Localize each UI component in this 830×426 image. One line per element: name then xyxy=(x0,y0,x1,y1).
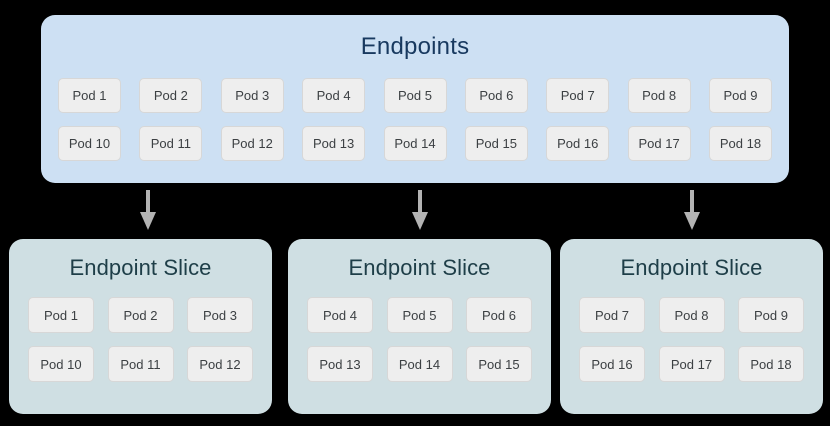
pod-chip: Pod 17 xyxy=(658,346,725,382)
pod-chip: Pod 3 xyxy=(187,297,253,333)
pod-chip: Pod 9 xyxy=(709,78,772,113)
pod-chip: Pod 3 xyxy=(220,78,284,113)
arrow-down-icon xyxy=(680,190,704,232)
pod-chip: Pod 12 xyxy=(220,126,284,161)
pod-chip: Pod 16 xyxy=(579,346,645,382)
endpoint-slice-panel-2: Endpoint Slice Pod 4 Pod 5 Pod 6 Pod 13 … xyxy=(288,239,551,414)
pod-chip: Pod 4 xyxy=(307,297,373,333)
pod-chip: Pod 10 xyxy=(58,126,121,161)
pod-chip: Pod 2 xyxy=(139,78,203,113)
pod-chip: Pod 16 xyxy=(546,126,610,161)
pod-chip: Pod 8 xyxy=(627,78,691,113)
pod-chip: Pod 18 xyxy=(709,126,772,161)
pod-chip: Pod 13 xyxy=(302,126,366,161)
endpoints-pod-row-1: Pod 1 Pod 2 Pod 3 Pod 4 Pod 5 Pod 6 Pod … xyxy=(58,78,772,113)
pod-chip: Pod 7 xyxy=(546,78,610,113)
endpoint-slice-pod-grid: Pod 4 Pod 5 Pod 6 Pod 13 Pod 14 Pod 15 xyxy=(307,297,532,382)
endpoint-slice-pod-grid: Pod 1 Pod 2 Pod 3 Pod 10 Pod 11 Pod 12 xyxy=(28,297,253,382)
pod-chip: Pod 15 xyxy=(464,126,528,161)
endpoint-slice-pod-row-1: Pod 7 Pod 8 Pod 9 xyxy=(579,297,804,333)
endpoints-pod-row-2: Pod 10 Pod 11 Pod 12 Pod 13 Pod 14 Pod 1… xyxy=(58,126,772,161)
pod-chip: Pod 8 xyxy=(658,297,725,333)
pod-chip: Pod 6 xyxy=(464,78,528,113)
pod-chip: Pod 12 xyxy=(187,346,253,382)
pod-chip: Pod 5 xyxy=(386,297,453,333)
pod-chip: Pod 10 xyxy=(28,346,94,382)
arrow-down-icon xyxy=(408,190,432,232)
endpoints-pod-grid: Pod 1 Pod 2 Pod 3 Pod 4 Pod 5 Pod 6 Pod … xyxy=(58,78,772,161)
pod-chip: Pod 1 xyxy=(58,78,121,113)
endpoint-slice-pod-row-2: Pod 13 Pod 14 Pod 15 xyxy=(307,346,532,382)
pod-chip: Pod 18 xyxy=(738,346,804,382)
pod-chip: Pod 5 xyxy=(383,78,447,113)
endpoint-slice-title: Endpoint Slice xyxy=(69,255,212,280)
endpoint-slice-pod-grid: Pod 7 Pod 8 Pod 9 Pod 16 Pod 17 Pod 18 xyxy=(579,297,804,382)
pod-chip: Pod 1 xyxy=(28,297,94,333)
pod-chip: Pod 6 xyxy=(466,297,532,333)
pod-chip: Pod 17 xyxy=(627,126,691,161)
endpoint-slice-title: Endpoint Slice xyxy=(620,255,763,280)
endpoint-slice-title: Endpoint Slice xyxy=(348,255,491,280)
pod-chip: Pod 11 xyxy=(139,126,203,161)
pod-chip: Pod 4 xyxy=(302,78,366,113)
endpoint-slice-pod-row-1: Pod 4 Pod 5 Pod 6 xyxy=(307,297,532,333)
endpoints-title: Endpoints xyxy=(360,33,470,60)
endpoint-slice-panel-3: Endpoint Slice Pod 7 Pod 8 Pod 9 Pod 16 … xyxy=(560,239,823,414)
pod-chip: Pod 14 xyxy=(383,126,447,161)
endpoint-slice-pod-row-2: Pod 10 Pod 11 Pod 12 xyxy=(28,346,253,382)
pod-chip: Pod 13 xyxy=(307,346,373,382)
pod-chip: Pod 9 xyxy=(738,297,804,333)
endpoints-panel: Endpoints Pod 1 Pod 2 Pod 3 Pod 4 Pod 5 … xyxy=(41,15,789,183)
endpoint-slice-pod-row-1: Pod 1 Pod 2 Pod 3 xyxy=(28,297,253,333)
pod-chip: Pod 14 xyxy=(386,346,453,382)
endpoint-slice-panel-1: Endpoint Slice Pod 1 Pod 2 Pod 3 Pod 10 … xyxy=(9,239,272,414)
arrow-down-icon xyxy=(136,190,160,232)
endpoint-slice-pod-row-2: Pod 16 Pod 17 Pod 18 xyxy=(579,346,804,382)
pod-chip: Pod 2 xyxy=(107,297,174,333)
pod-chip: Pod 15 xyxy=(466,346,532,382)
pod-chip: Pod 7 xyxy=(579,297,645,333)
pod-chip: Pod 11 xyxy=(107,346,174,382)
